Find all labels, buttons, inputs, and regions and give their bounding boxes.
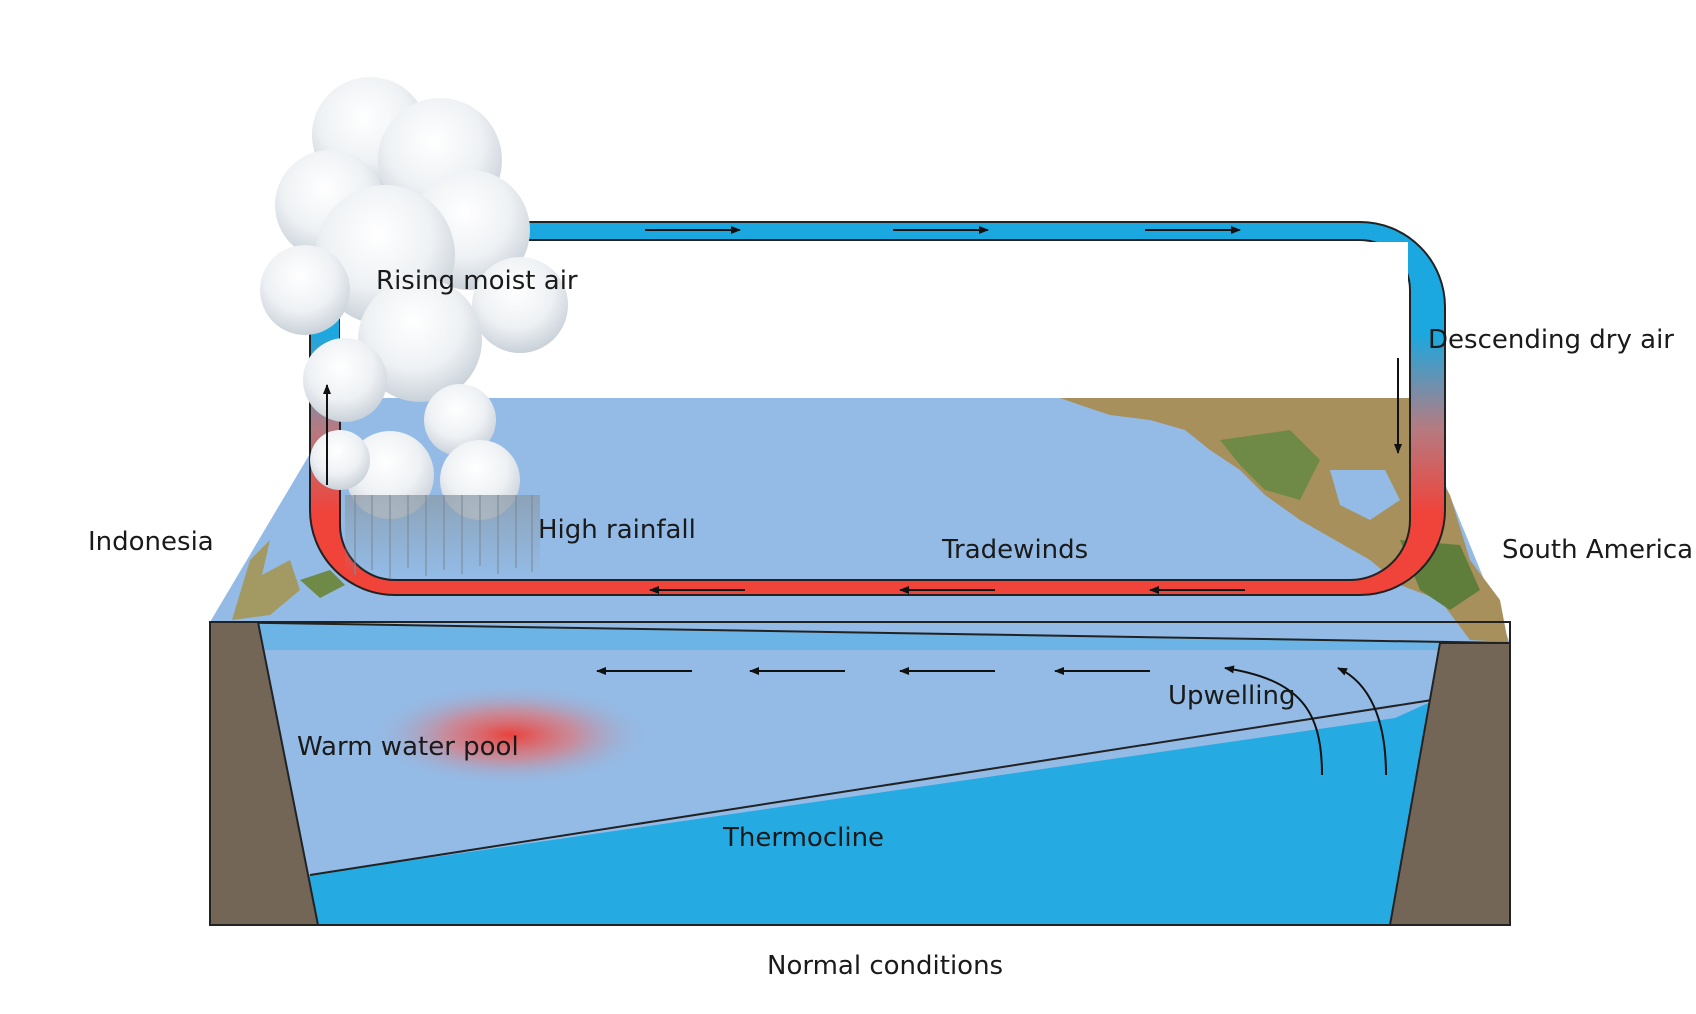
tradewinds-label: Tradewinds (942, 535, 1089, 565)
warm-water-pool (365, 683, 655, 787)
thermocline-line (309, 699, 1433, 876)
indonesia-label: Indonesia (88, 527, 214, 557)
rain-streaks (345, 495, 540, 578)
upwelling-arrow-1 (1224, 665, 1323, 776)
upwelling-label: Upwelling (1168, 681, 1296, 711)
rising-air-label: Rising moist air (376, 266, 578, 296)
high-rainfall-label: High rainfall (538, 515, 696, 545)
indonesia-land (232, 540, 300, 620)
air-flow-arrows (323, 226, 1402, 594)
warm-surface-layer (258, 622, 1440, 875)
warm-pool-label: Warm water pool (297, 732, 519, 762)
south-america-label: South America (1502, 535, 1694, 565)
ocean-cross-section (209, 621, 1511, 926)
cloud-cluster (260, 77, 568, 520)
caption-normal-conditions: Normal conditions (767, 951, 1004, 981)
thermocline-label: Thermocline (723, 823, 885, 853)
descending-air-label: Descending dry air (1428, 325, 1674, 355)
upwelling-arrows (1224, 665, 1387, 776)
upwelling-arrow-2 (1337, 667, 1387, 776)
